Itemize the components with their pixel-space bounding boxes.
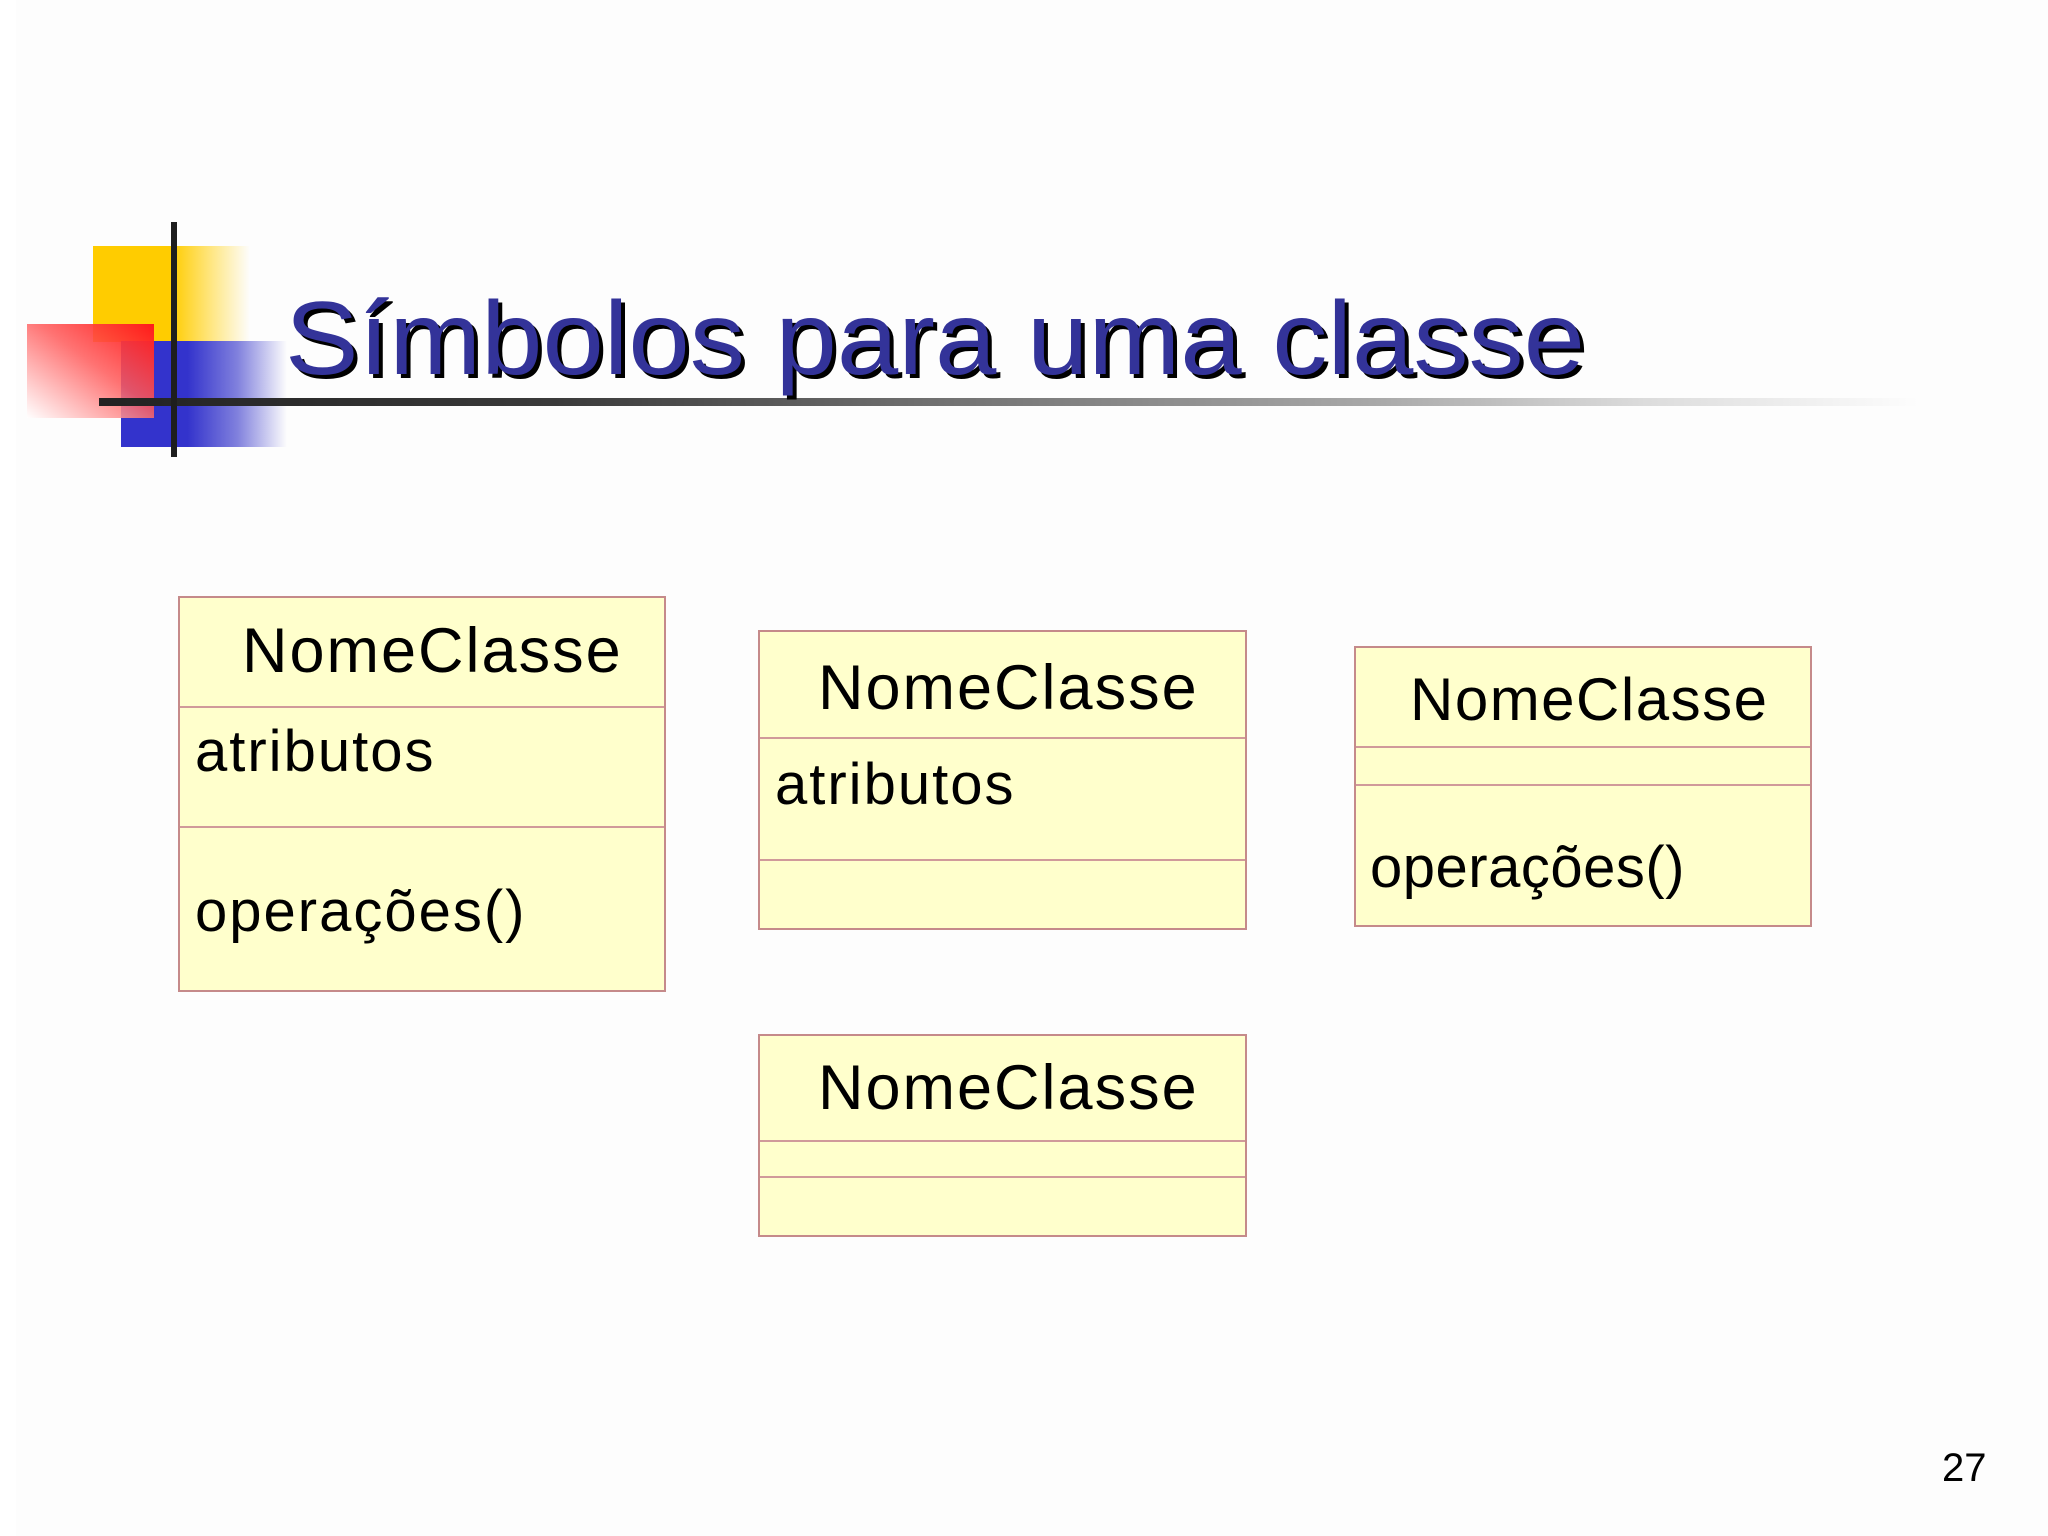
slide-title-shadow: Símbolos para uma classe: [289, 285, 1589, 401]
class-box-full: [178, 596, 666, 992]
class-name: NomeClasse: [242, 616, 623, 686]
class-name: NomeClasse: [1410, 666, 1769, 733]
class-name: NomeClasse: [818, 1053, 1199, 1123]
compartment-divider: [180, 706, 664, 708]
class-box-attributes-only: [758, 630, 1247, 930]
slide-title-text: Símbolos para uma classe: [285, 281, 1585, 397]
class-box-name-only: [758, 1034, 1247, 1237]
class-operations: operações(): [1370, 835, 1685, 900]
class-name: NomeClasse: [818, 653, 1199, 723]
compartment-divider: [1356, 746, 1810, 748]
class-attributes: atributos: [195, 719, 436, 784]
compartment-divider: [760, 1176, 1245, 1178]
page-number: 27: [1942, 1446, 1987, 1490]
compartment-divider: [760, 1140, 1245, 1142]
compartment-divider: [180, 826, 664, 828]
compartment-divider: [760, 859, 1245, 861]
slide-title: Símbolos para uma classe Símbolos para u…: [285, 281, 1589, 401]
compartment-divider: [1356, 784, 1810, 786]
logo-vertical-line: [171, 222, 177, 457]
title-underline-rule: [99, 398, 1919, 406]
compartment-divider: [760, 737, 1245, 739]
class-attributes: atributos: [775, 752, 1016, 817]
class-box-operations-only: [1354, 646, 1812, 927]
class-operations: operações(): [195, 879, 527, 944]
